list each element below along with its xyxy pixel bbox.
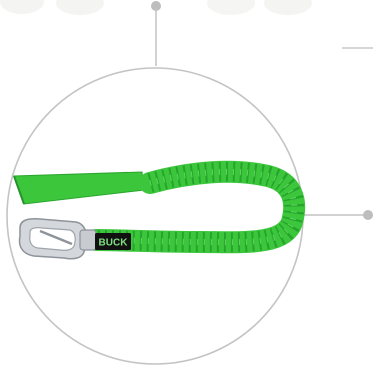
thumbnail-3 — [207, 0, 255, 15]
webbing-fold — [13, 175, 25, 205]
elastic-ruffle-texture — [95, 161, 305, 253]
right-connector-dot — [363, 210, 373, 220]
snap-hook-opening — [29, 227, 76, 251]
top-thumbnails — [0, 0, 312, 15]
top-connector-dot — [151, 1, 161, 11]
snap-hook — [18, 218, 97, 260]
thumbnail-2 — [56, 0, 104, 15]
thumbnail-4 — [264, 0, 312, 15]
thumbnail-1 — [0, 0, 44, 14]
product-circle — [6, 67, 304, 365]
snap-hook-eye — [79, 229, 97, 251]
lanyard-product-image: BUCK — [13, 160, 306, 260]
snap-hook-gate — [39, 229, 73, 246]
brand-label-sleeve — [95, 233, 131, 250]
brand-label-text: BUCK — [99, 238, 129, 249]
